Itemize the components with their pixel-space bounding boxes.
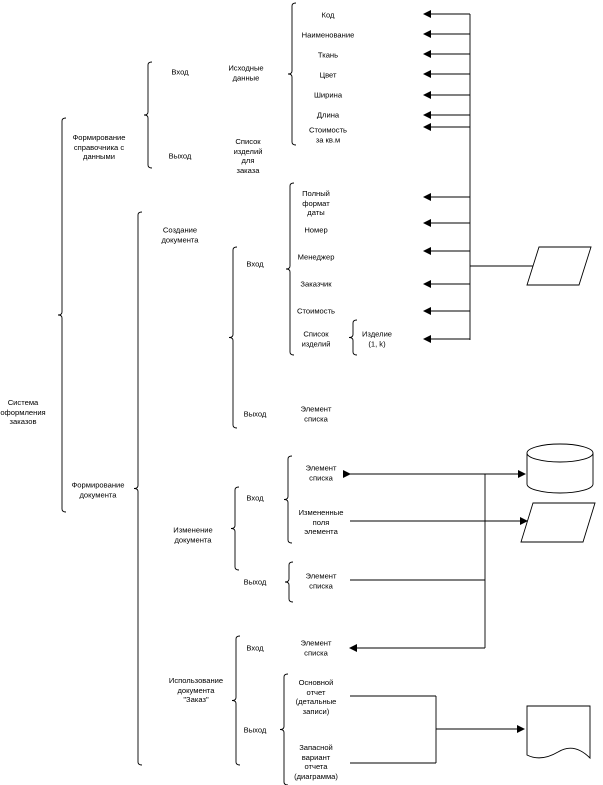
brace-source-data — [287, 2, 297, 146]
brace-change-output — [284, 561, 294, 603]
field-fabric: Ткань — [317, 50, 339, 60]
create-field-cost: Стоимость — [296, 306, 336, 316]
brace-create-input — [285, 182, 295, 356]
create-field-number: Номер — [304, 225, 328, 235]
brace-root — [57, 117, 67, 513]
use-output-label: Выход — [243, 725, 267, 735]
brace-reference — [143, 61, 153, 169]
create-output-label: Выход — [243, 409, 267, 419]
create-item-label: Изделие(1, k) — [361, 329, 393, 349]
brace-use — [231, 635, 241, 766]
brace-change-input — [283, 455, 293, 544]
change-input-parallelogram-shape — [520, 502, 596, 543]
change-output-label: Выход — [243, 577, 267, 587]
brace-item — [348, 319, 358, 356]
create-field-customer: Заказчик — [300, 279, 332, 289]
reference-input-label: Вход — [171, 67, 189, 77]
database-cylinder-shape — [526, 443, 594, 494]
field-code: Код — [321, 10, 335, 20]
brace-change — [230, 486, 240, 571]
brace-use-output — [279, 673, 289, 785]
use-input-label: Вход — [246, 643, 264, 653]
create-field-manager: Менеджер — [297, 252, 335, 262]
field-width: Ширина — [313, 90, 343, 100]
reference-output-label: Выход — [168, 151, 192, 161]
report-document-shape — [526, 705, 591, 760]
create-input-label: Вход — [246, 259, 264, 269]
change-input-label: Вход — [246, 493, 264, 503]
brace-create — [228, 246, 238, 429]
field-length: Длина — [316, 110, 340, 120]
brace-document — [133, 211, 143, 766]
input-parallelogram-shape — [526, 246, 592, 286]
field-color: Цвет — [319, 70, 337, 80]
field-name: Наименование — [301, 30, 355, 40]
